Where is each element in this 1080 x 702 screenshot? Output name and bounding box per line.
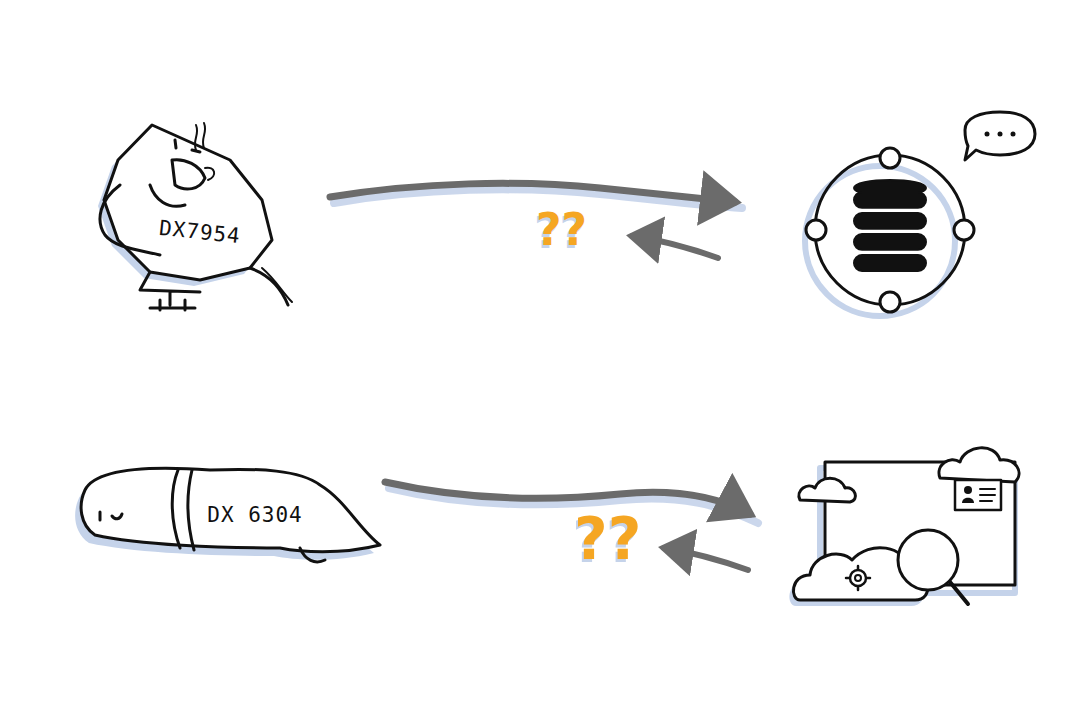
- question-marks: ??: [536, 208, 587, 252]
- question-marks: ??: [574, 510, 641, 568]
- serial-number: DX 6304: [207, 503, 303, 527]
- character-body: DX 6304: [203, 501, 307, 529]
